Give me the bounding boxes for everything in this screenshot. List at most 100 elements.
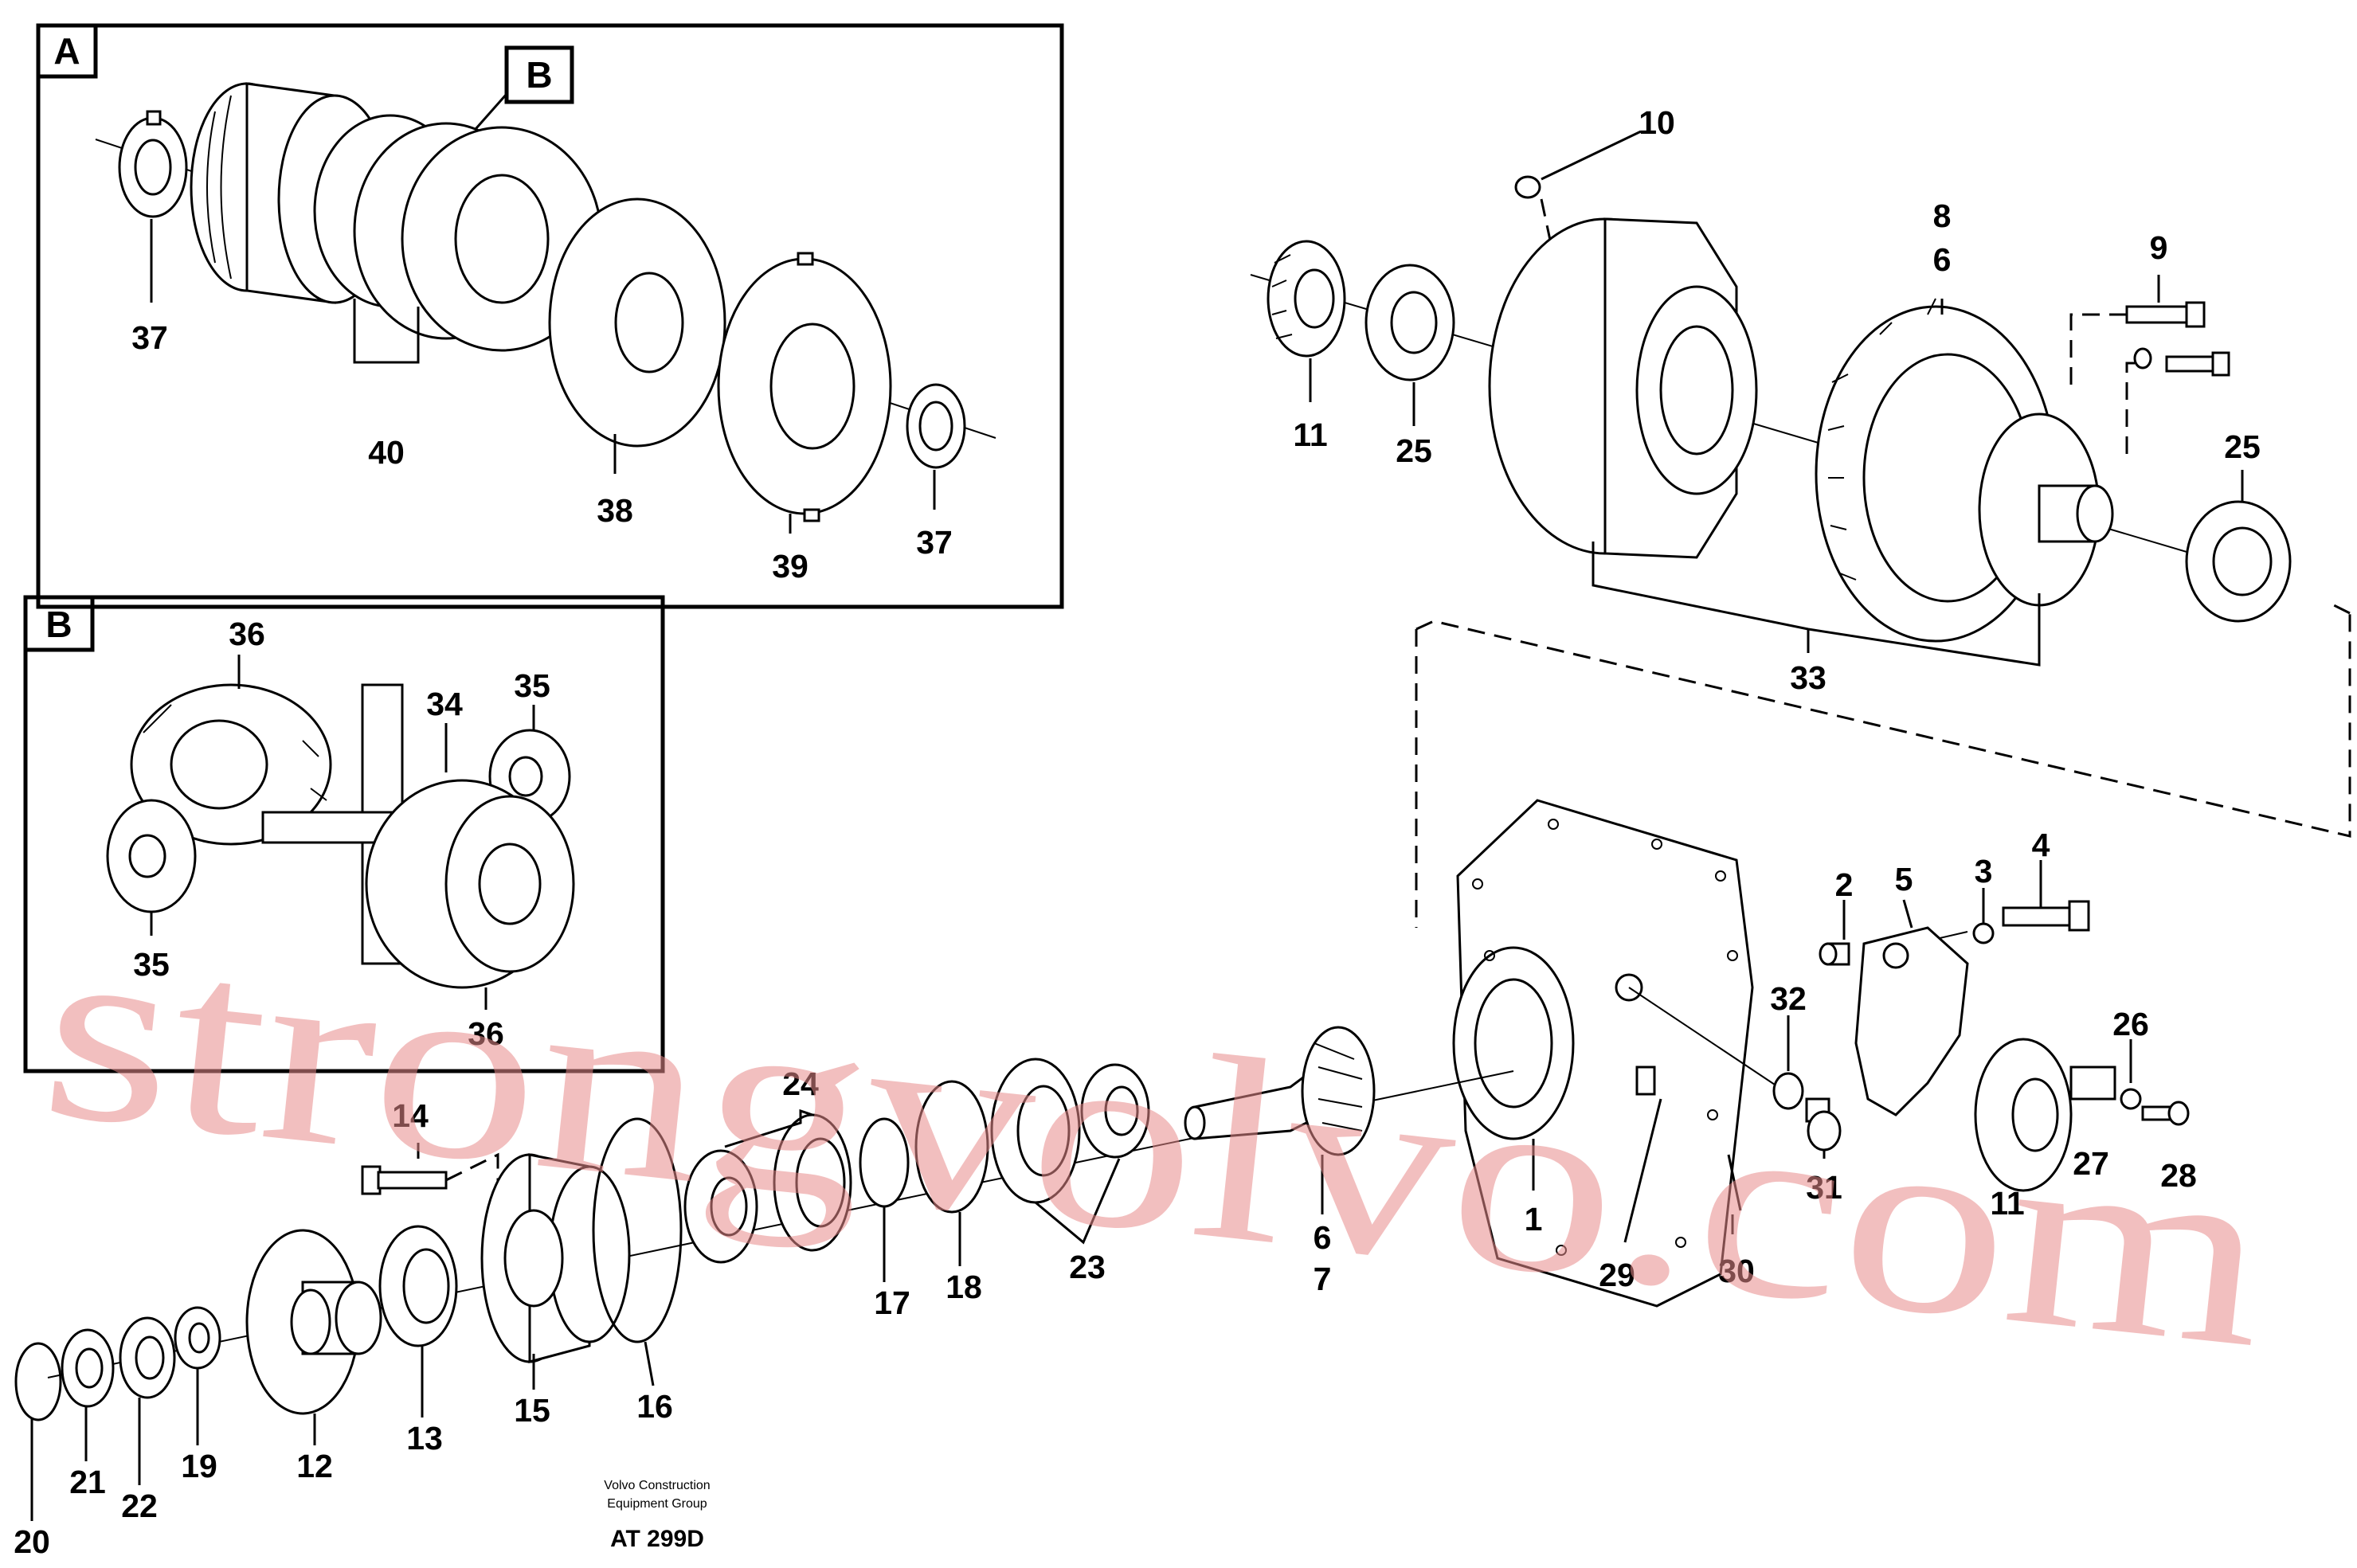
part-label-32: 32 [1770,980,1807,1017]
part-label-4: 4 [2032,827,2050,863]
side-gear-top [130,683,332,846]
part-label-14: 14 [392,1097,429,1134]
part-label-33: 33 [1790,659,1826,696]
bolts-9 [2125,301,2230,377]
part-label-27: 27 [2073,1145,2109,1182]
inset-a-tag [36,23,98,79]
part-label-35a: 35 [133,946,170,983]
part-label-23: 23 [1069,1249,1106,1285]
dash-9a [2069,313,2127,394]
part-label-26: 26 [2112,1006,2149,1042]
leader-5 [1902,899,1913,929]
part-label-38: 38 [597,492,633,529]
part-label-10: 10 [1639,104,1675,141]
part-label-6a: 6 [1933,241,1952,278]
bolt-4 [2002,900,2090,932]
o-ring-16 [592,1117,683,1343]
companion-flange-12 [245,1229,382,1415]
part-label-25b: 25 [2224,428,2261,465]
steel-plate [717,252,892,522]
bearing-23 [990,1058,1150,1204]
axle-housing-group: 2 5 3 4 32 31 26 11 27 28 1 29 30 [1452,799,2197,1308]
bearing-cap-5 [1854,926,1969,1116]
inset-b-tag [23,595,95,652]
part-label-40: 40 [368,434,405,471]
thrust-washer-left [118,110,188,218]
inset-a-sub-label: B [526,54,552,96]
side-gear-bottom [365,779,575,989]
drawing-footer: Volvo Construction Equipment Group AT 29… [604,1479,710,1552]
drive-pinion [1184,1026,1376,1156]
plug-31 [1805,1097,1842,1152]
company-line-1: Volvo Construction [604,1479,710,1492]
nut-19 [174,1306,221,1370]
part-label-11b: 11 [1990,1185,2024,1222]
lock-washer-22 [119,1316,176,1399]
part-label-1: 1 [1525,1201,1543,1238]
part-label-35b: 35 [514,667,550,704]
inset-b-label: B [45,604,72,645]
clutch-plates [313,114,603,352]
dash-10 [1540,198,1555,256]
nut-10 [1514,175,1541,199]
drawing-code: AT 299D [610,1526,704,1552]
axle-housing [1452,799,1754,1308]
dash-9b [2125,362,2135,462]
part-label-22: 22 [121,1488,158,1524]
part-label-36b: 36 [468,1015,504,1052]
friction-disc [548,197,726,448]
differential-case [1488,217,1758,559]
part-label-15: 15 [514,1392,550,1429]
o-ring-32 [1772,1072,1804,1110]
bearing-24 [683,1113,852,1264]
part-label-25a: 25 [1396,432,1432,469]
part-label-19: 19 [181,1448,217,1484]
lock-washer-21 [61,1328,115,1408]
lock-plate-27 [2069,1066,2142,1110]
part-label-8: 8 [1933,197,1952,234]
dash-housing-top [1415,613,2351,838]
snap-ring-20 [14,1342,62,1421]
part-label-5: 5 [1895,861,1913,897]
washer-3 [1972,922,1995,944]
screw-30 [1727,1154,1742,1211]
housing-axis-32 [1628,987,1785,1092]
inset-a-frame [36,23,1064,609]
part-label-20: 20 [14,1523,50,1560]
part-label-7: 7 [1314,1261,1332,1297]
bushing-2 [1819,942,1850,966]
thrust-washer-right [906,383,966,469]
bearing-upper-left [1364,264,1455,381]
leader-10 [1541,130,1642,181]
part-label-9: 9 [2150,229,2168,266]
part-label-24: 24 [782,1066,819,1102]
inset-b-frame [23,595,665,1073]
part-label-36a: 36 [229,616,265,652]
bearing-housing-15 [480,1153,631,1363]
spacer-18 [914,1080,989,1214]
differential-case-right [1978,413,2114,607]
part-label-37a: 37 [131,319,168,356]
dash-housing-corner [2333,604,2351,615]
part-label-16: 16 [636,1388,673,1425]
part-label-12: 12 [296,1448,333,1484]
part-label-17: 17 [874,1285,910,1321]
differential-carrier-group: 10 8 6 9 11 25 25 33 [1250,104,2351,928]
company-line-2: Equipment Group [607,1497,707,1511]
leader-16 [644,1341,655,1386]
inset-b: B 36 [23,595,665,1073]
bolt-28 [2141,1101,2190,1126]
adjusting-nut-lower [1974,1038,2073,1192]
leader-40 [353,299,420,364]
bearing-upper-right [2185,500,2292,623]
oil-seal-13 [378,1225,458,1347]
part-label-21: 21 [69,1464,106,1500]
part-label-30: 30 [1718,1253,1755,1289]
part-label-28: 28 [2160,1157,2197,1194]
part-label-31: 31 [1806,1169,1842,1206]
part-label-3: 3 [1975,853,1993,890]
leader-29 [1623,1098,1662,1243]
part-label-2: 2 [1835,866,1854,903]
part-label-6b: 6 [1314,1219,1332,1256]
